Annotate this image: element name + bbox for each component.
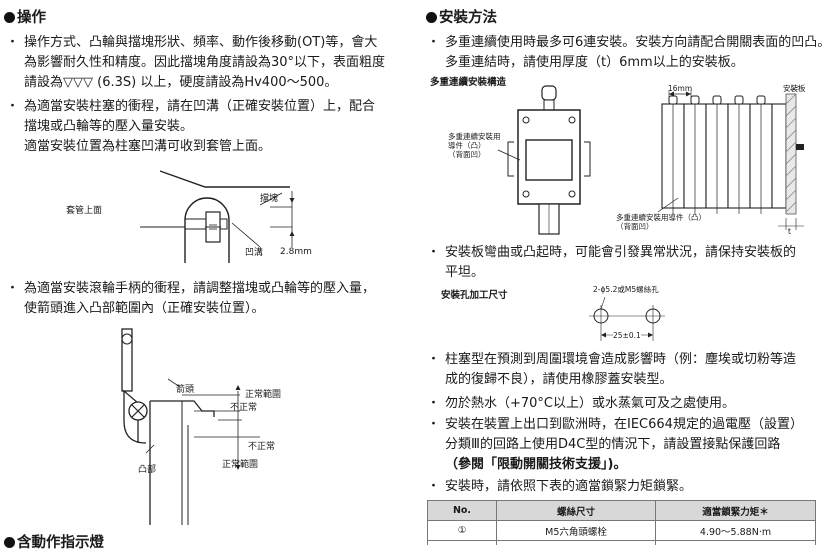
cell-size: M5六角頭螺栓 [496,520,656,541]
torque-table-wrapper: No. 螺絲尺寸 適當鎖緊力矩＊ ① M5六角頭螺栓 4.90～5.88N·m [427,500,817,545]
torque-table: No. 螺絲尺寸 適當鎖緊力矩＊ ① M5六角頭螺栓 4.90～5.88N·m [427,500,816,545]
section-title-operation: 操作 [4,6,46,27]
table-row [427,540,816,545]
th-no: No. [427,500,497,521]
label-groove: 凹溝 [245,248,264,258]
label-abnormal-bottom: 不正常 [248,442,276,452]
install-bullet-1: ・ 多重連續使用時最多可6連安裝。安裝方向請配合開關表面的凹凸。 多重連結時，請… [427,35,830,70]
cell-torque: 4.90～5.88N·m [655,520,816,541]
operation-bullet-3: ・ 為適當安裝滾輪手柄的衝程，請調整擋塊或凸輪等的壓入量， 使箭頭進入凸部範圍內… [6,281,376,316]
label-hole-pitch: 25±0.1 [613,331,641,340]
label-dim-16mm: 16mm [668,84,693,93]
hole-title: 安裝孔加工尺寸 [441,290,508,301]
th-torque: 適當鎖緊力矩＊ [655,500,816,521]
operation-bullet-2: ・ 為適當安裝柱塞的衝程，請在凹溝（正確安裝位置）上，配合 擋塊或凸輪等的壓入量… [6,99,376,154]
bullet-dot-icon [4,537,15,548]
label-thickness-t: t [788,227,791,236]
th-screw-size: 螺絲尺寸 [496,500,656,521]
label-normal-range-top: 正常範圍 [245,390,282,400]
section-title-indicator: 含動作指示燈 [4,531,104,552]
multi-mount-figure: 多重連續安裝用 導件（凸） （背面凹） 16mm 安裝板 多重連續安裝用導件（凸… [428,80,818,238]
bullet-dot-icon [426,12,437,23]
label-guide-convex: 多重連續安裝用 導件（凸） （背面凹） [448,132,501,159]
label-dim-2-8mm: 2.8mm [280,247,312,257]
label-sleeve-top: 套管上面 [66,206,103,216]
table-header-row: No. 螺絲尺寸 適當鎖緊力矩＊ [427,500,816,521]
install-bullet-3: ・ 柱塞型在預測到周圍環境會造成影響時（例：塵埃或切粉等造 成的復歸不良），請使… [427,352,797,387]
install-bullet-2: ・ 安裝板彎曲或凸起時，可能會引發異常狀況，請保持安裝板的 平坦。 [427,245,797,280]
plunger-groove-figure: 套管上面 擋塊 凹溝 2.8mm [60,165,340,265]
section-title-installation: 安裝方法 [426,6,497,27]
label-guide-bottom: 多重連續安裝用導件（凸） （背面凹） [616,213,706,231]
label-abnormal-top: 不正常 [230,403,258,413]
install-bullet-5: ・ 安裝在裝置上出口到歐洲時，在IEC664規定的過電壓（設置） 分類Ⅲ的回路上… [427,417,803,472]
roller-lever-figure: 箭頭 正常範圍 不正常 不正常 正常範圍 凸部 [110,325,310,525]
label-normal-range-bottom: 正常範圍 [222,460,259,470]
operation-bullet-1: ・ 操作方式、凸輪與擋塊形狀、頻率、動作後移動(OT)等，會大 為影響耐久性和精… [6,35,386,90]
multi-mount-drawing [497,85,804,235]
install-bullet-6: ・ 安裝時，請依照下表的適當鎖緊力矩鎖緊。 [427,479,693,494]
roller-lever-drawing [121,328,260,525]
label-dog: 擋塊 [260,194,279,204]
label-arrow: 箭頭 [176,385,195,395]
multi-mount-title: 多重連續安裝構造 [430,77,507,88]
table-row: ① M5六角頭螺栓 4.90～5.88N·m [427,520,816,541]
label-hole-spec: 2-ϕ5.2或M5螺絲孔 [593,285,659,294]
bullet-dot-icon [4,12,15,23]
mount-hole-figure: 2-ϕ5.2或M5螺絲孔 25±0.1 [575,283,695,345]
cell-no: ① [427,520,497,541]
label-mount-plate: 安裝板 [783,84,806,93]
install-bullet-4: ・ 勿於熱水（+70°C以上）或水蒸氣可及之處使用。 [427,396,736,411]
label-convex: 凸部 [138,465,157,475]
plunger-groove-drawing [140,170,295,263]
